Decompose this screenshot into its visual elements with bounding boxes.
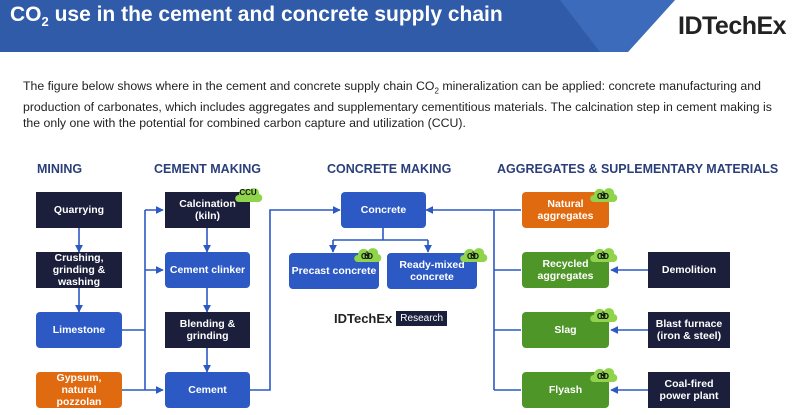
node-demolition: Demolition <box>648 252 730 288</box>
node-blending: Blending & grinding <box>165 312 250 348</box>
idtechex-logo: IDTechEx <box>678 12 787 40</box>
node-coal-plant: Coal-fired power plant <box>648 372 730 408</box>
column-header-mining: MINING <box>37 162 83 176</box>
research-logo-tag: Research <box>396 311 448 326</box>
column-header-cement: CEMENT MAKING <box>154 162 261 176</box>
page-title: CO2 use in the cement and concrete suppl… <box>10 3 503 30</box>
node-blast-furnace: Blast furnace (iron & steel) <box>648 312 730 348</box>
node-crushing: Crushing, grinding & washing <box>36 252 122 288</box>
node-concrete: Concrete <box>341 192 426 228</box>
node-gypsum: Gypsum, natural pozzolan <box>36 372 122 408</box>
header-banner: CO2 use in the cement and concrete suppl… <box>0 0 675 52</box>
research-logo-name: IDTechEx <box>334 311 393 326</box>
column-header-aggregates: AGGREGATES & SUPLEMENTARY MATERIALS <box>497 162 779 176</box>
node-limestone: Limestone <box>36 312 122 348</box>
idtechex-research-logo: IDTechEx Research <box>334 311 448 326</box>
banner-shape <box>0 0 675 52</box>
node-clinker: Cement clinker <box>165 252 250 288</box>
node-cement: Cement <box>165 372 250 408</box>
ccu-cloud-icon: CCU <box>233 184 263 204</box>
arrow-cement-concrete <box>250 206 341 391</box>
node-quarrying: Quarrying <box>36 192 122 228</box>
column-header-concrete: CONCRETE MAKING <box>327 162 452 176</box>
intro-text: The figure below shows where in the ceme… <box>23 79 772 131</box>
